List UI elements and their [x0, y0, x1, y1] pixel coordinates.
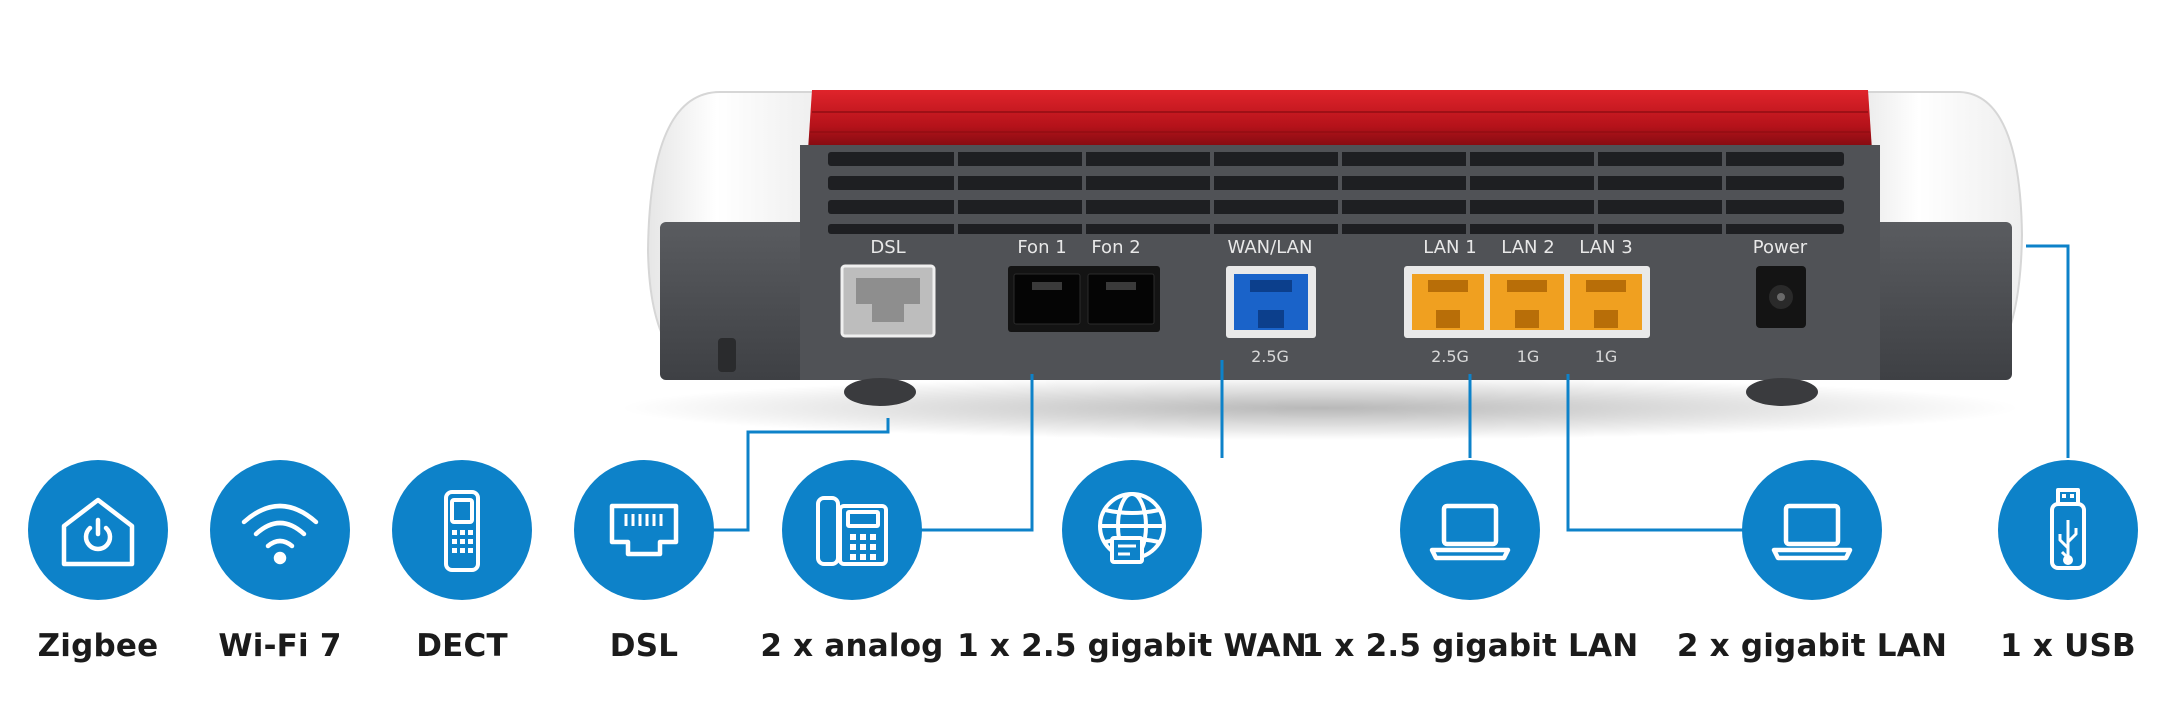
- feature-lan-25-badge: [1400, 460, 1540, 600]
- port-label-fon1: Fon 1: [1017, 237, 1066, 258]
- feature-zigbee-label: Zigbee: [37, 628, 159, 664]
- wan-speed: 2.5G: [1251, 347, 1289, 366]
- port-label-lan2: LAN 2: [1501, 237, 1554, 258]
- globe-icon: [1098, 492, 1166, 564]
- power-port: [1756, 266, 1806, 328]
- port-label-dsl: DSL: [870, 237, 905, 258]
- connector-lines: [712, 244, 2070, 532]
- port-label-lan1: LAN 1: [1423, 237, 1476, 258]
- connector-lan-gigabit: [1566, 374, 1744, 532]
- feature-lan-25-label: 1 x 2.5 gigabit LAN: [1301, 628, 1639, 664]
- wan-port: [1226, 266, 1316, 338]
- feature-dsl-label: DSL: [609, 628, 679, 664]
- feature-wifi-badge: [210, 460, 350, 600]
- lan-ports: [1404, 266, 1650, 338]
- feature-wan-badge: [1062, 460, 1202, 600]
- lan2-speed: 1G: [1517, 347, 1540, 366]
- dect-phone-icon: [444, 490, 480, 572]
- feature-dsl: DSL: [474, 460, 814, 664]
- feature-dect-label: DECT: [416, 628, 508, 664]
- smart-home-icon: [61, 497, 135, 567]
- feature-usb: 1 x USB: [1898, 460, 2160, 664]
- feature-wifi: Wi-Fi 7: [110, 460, 450, 664]
- lan1-speed: 2.5G: [1431, 347, 1469, 366]
- laptop-icon: [1771, 503, 1853, 561]
- port-label-wan-lan: WAN/LAN: [1228, 237, 1313, 258]
- feature-analog: 2 x analog: [682, 460, 1022, 664]
- feature-lan-gigabit-badge: [1742, 460, 1882, 600]
- connector-usb: [2026, 244, 2070, 458]
- feature-lan-gigabit-label: 2 x gigabit LAN: [1676, 628, 1948, 664]
- right-foot: [1746, 378, 1818, 406]
- port-label-lan3: LAN 3: [1579, 237, 1632, 258]
- feature-lan-gigabit: 2 x gigabit LAN: [1642, 460, 1982, 664]
- feature-dsl-badge: [574, 460, 714, 600]
- lan3-speed: 1G: [1595, 347, 1618, 366]
- feature-usb-label: 1 x USB: [2000, 628, 2136, 664]
- laptop-icon: [1429, 503, 1511, 561]
- desk-phone-icon: [816, 496, 888, 566]
- feature-analog-badge: [782, 460, 922, 600]
- feature-dect: DECT: [292, 460, 632, 664]
- feature-dect-badge: [392, 460, 532, 600]
- connector-analog: [918, 374, 1034, 532]
- feature-zigbee-badge: [28, 460, 168, 600]
- connector-dsl: [712, 418, 890, 532]
- router-shadow: [620, 376, 2020, 440]
- feature-wan: 1 x 2.5 gigabit WAN: [957, 460, 1307, 664]
- feature-usb-badge: [1998, 460, 2138, 600]
- red-top-shell: [808, 90, 1872, 150]
- fon-ports: [1008, 266, 1160, 332]
- feature-wifi-label: Wi-Fi 7: [218, 628, 342, 664]
- feature-lan-25: 1 x 2.5 gigabit LAN: [1300, 460, 1640, 664]
- port-label-power: Power: [1753, 237, 1808, 258]
- left-foot: [844, 378, 916, 406]
- usb-icon: [2050, 488, 2086, 570]
- port-label-fon2: Fon 2: [1091, 237, 1140, 258]
- feature-zigbee: Zigbee: [0, 460, 268, 664]
- wifi-icon: [241, 503, 319, 565]
- dsl-port: [840, 264, 936, 338]
- feature-wan-label: 1 x 2.5 gigabit WAN: [957, 628, 1307, 664]
- ethernet-port-icon: [609, 503, 679, 557]
- feature-analog-label: 2 x analog: [760, 628, 944, 664]
